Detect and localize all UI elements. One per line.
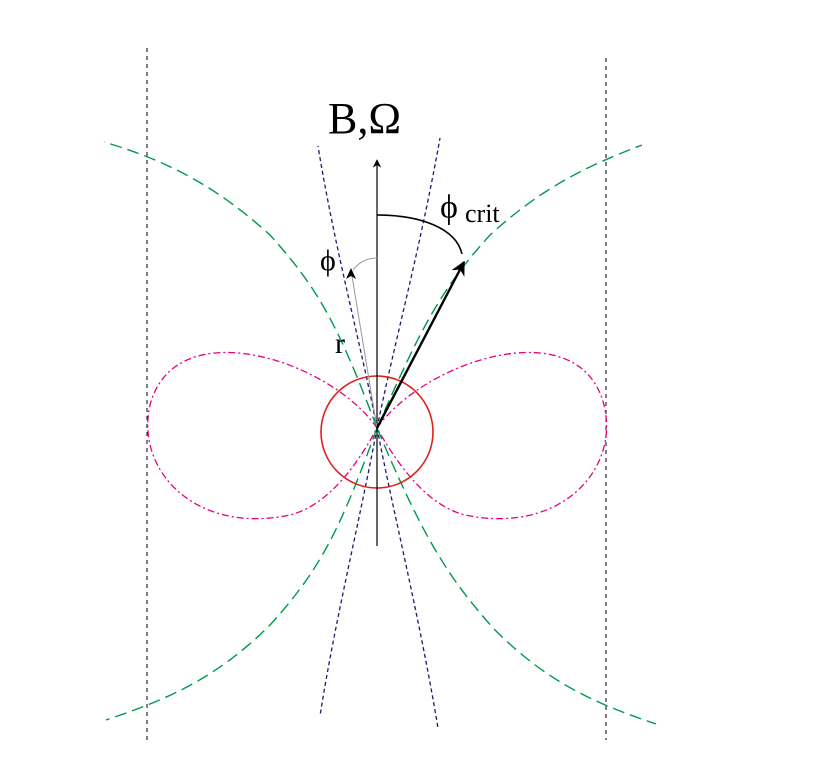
phi-label: ϕ xyxy=(320,244,336,277)
phi-crit-vector xyxy=(375,260,466,429)
axis-label: B,Ω xyxy=(328,94,401,143)
radius-vector xyxy=(350,269,378,429)
separatrix-upper-right xyxy=(376,144,643,429)
closed-field-line-left xyxy=(147,351,378,520)
phi-arc xyxy=(352,257,378,271)
phi-crit-subscript: crit xyxy=(465,199,500,228)
open-field-line-lower-left xyxy=(319,427,378,717)
closed-field-line-right xyxy=(376,351,608,520)
phi-crit-symbol: ϕ xyxy=(440,189,458,226)
open-field-line-lower-right xyxy=(376,427,439,729)
separatrix-lower-right xyxy=(376,427,657,725)
radius-arrowhead xyxy=(346,268,356,279)
phi-crit-arc xyxy=(376,214,463,255)
open-field-line-upper-left xyxy=(317,145,378,429)
open-field-line-upper-right xyxy=(376,137,441,429)
separatrix-lower-left xyxy=(105,427,378,721)
radius-label: r xyxy=(335,327,345,360)
separatrix-upper-left xyxy=(103,141,378,429)
